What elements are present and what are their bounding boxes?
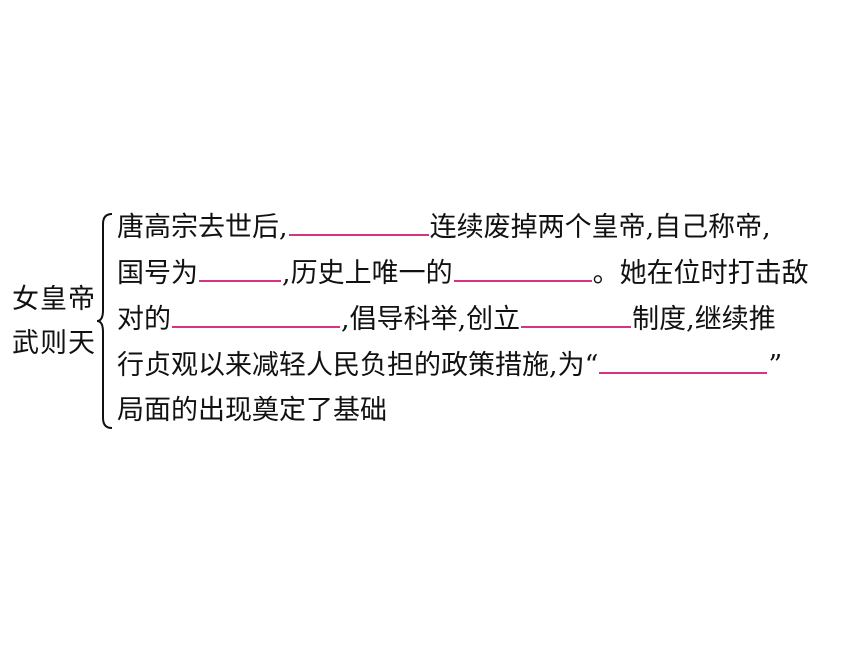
- text-segment: ”: [768, 350, 783, 381]
- blank-dynasty-name[interactable]: [199, 250, 281, 282]
- text-segment: 对的: [117, 304, 171, 335]
- text-segment: 唐高宗去世后,: [117, 212, 288, 243]
- blank-opponents[interactable]: [172, 296, 340, 328]
- blank-era[interactable]: [599, 342, 768, 374]
- topic-line-1: 女皇帝: [12, 284, 96, 315]
- text-segment: 国号为: [117, 258, 198, 289]
- text-segment: 局面的出现奠定了基础: [117, 395, 387, 426]
- topic-label: 女皇帝 武则天: [12, 278, 102, 366]
- text-segment: 制度,继续推: [632, 304, 776, 335]
- blank-title[interactable]: [453, 250, 592, 282]
- fill-in-content: 唐高宗去世后, 连续废掉两个皇帝,自己称帝, 国号为 ,历史上唯一的 。她在位时打击敌…: [117, 204, 847, 434]
- content-line-2: 国号为 ,历史上唯一的 。她在位时打击敌: [117, 250, 847, 296]
- content-line-4: 行贞观以来减轻人民负担的政策措施,为“ ”: [117, 342, 847, 388]
- content-line-1: 唐高宗去世后, 连续废掉两个皇帝,自己称帝,: [117, 204, 847, 250]
- curly-brace: [96, 213, 113, 429]
- topic-line-2: 武则天: [12, 328, 96, 359]
- blank-system[interactable]: [521, 296, 632, 328]
- text-segment: 。她在位时打击敌: [592, 258, 809, 289]
- content-line-3: 对的 ,倡导科举,创立 制度,继续推: [117, 296, 847, 342]
- text-segment: ,历史上唯一的: [282, 258, 453, 289]
- text-segment: 连续废掉两个皇帝,自己称帝,: [429, 212, 771, 243]
- blank-ruler[interactable]: [288, 204, 429, 236]
- text-segment: 行贞观以来减轻人民负担的政策措施,为“: [117, 350, 599, 381]
- text-segment: ,倡导科举,创立: [341, 304, 521, 335]
- content-line-5: 局面的出现奠定了基础: [117, 388, 847, 434]
- curly-brace-path: [96, 213, 113, 429]
